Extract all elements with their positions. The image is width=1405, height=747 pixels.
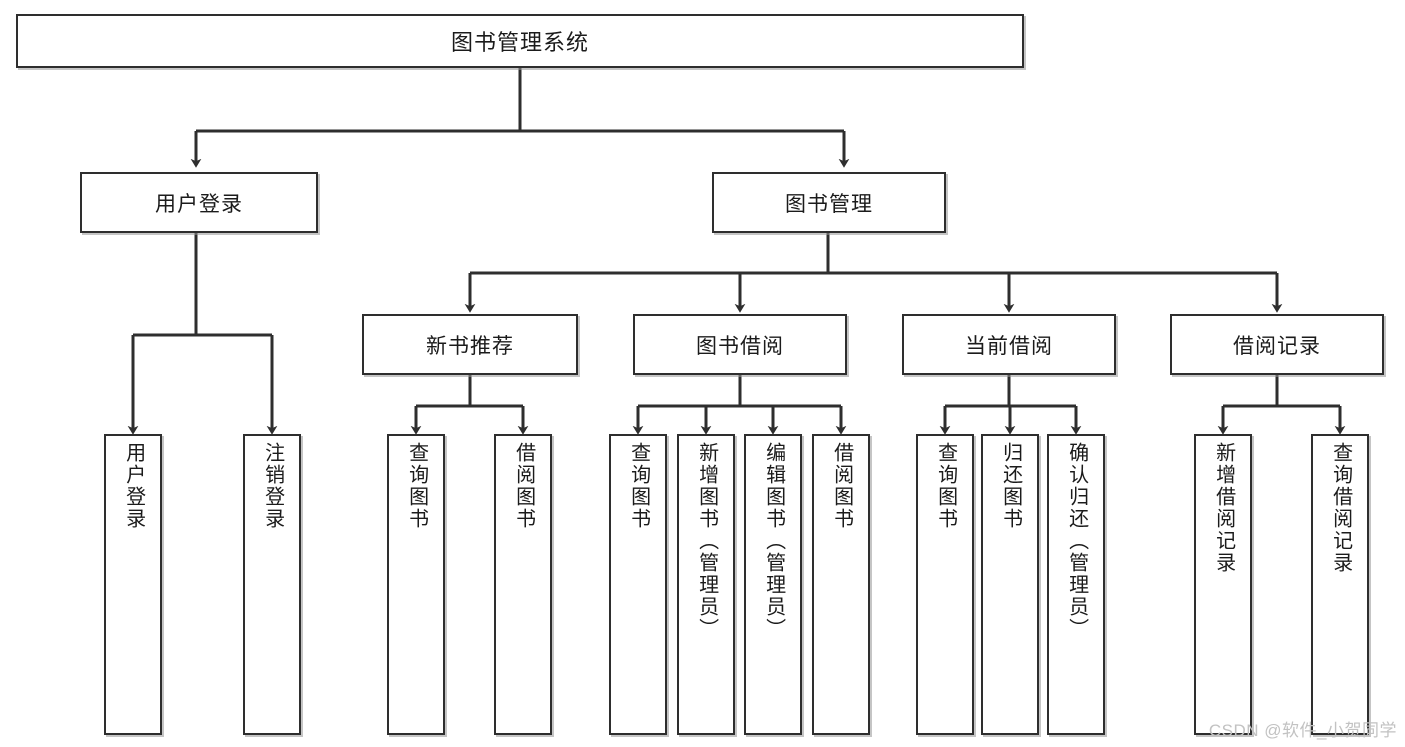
node-user-login[interactable]: 用户登录	[80, 172, 318, 233]
leaf-label: 归还图书	[999, 442, 1022, 530]
node-current-borrow-label: 当前借阅	[965, 334, 1053, 358]
leaf-label: 注销登录	[261, 442, 284, 530]
leaf-label: 查询借阅记录	[1329, 442, 1352, 574]
leaf-label: 查询图书	[934, 442, 957, 530]
node-borrow-record[interactable]: 借阅记录	[1170, 314, 1384, 375]
leaf-label: 借阅图书	[512, 442, 535, 530]
node-root[interactable]: 图书管理系统	[16, 14, 1024, 68]
leaf-label: 查询图书	[405, 442, 428, 530]
node-current-borrow[interactable]: 当前借阅	[902, 314, 1116, 375]
node-book-borrow[interactable]: 图书借阅	[633, 314, 847, 375]
leaf-user-login-logout[interactable]: 注销登录	[243, 434, 301, 735]
node-book-borrow-label: 图书借阅	[696, 334, 784, 358]
node-user-login-label: 用户登录	[155, 192, 243, 216]
leaf-borrow-add-book[interactable]: 新增图书（管理员）	[677, 434, 735, 735]
leaf-new-book-query[interactable]: 查询图书	[387, 434, 445, 735]
node-book-management-label: 图书管理	[785, 192, 873, 216]
node-root-label: 图书管理系统	[450, 30, 589, 55]
leaf-new-book-borrow[interactable]: 借阅图书	[494, 434, 552, 735]
leaf-borrow-borrow-book[interactable]: 借阅图书	[812, 434, 870, 735]
leaf-current-return-book[interactable]: 归还图书	[981, 434, 1039, 735]
leaf-record-query[interactable]: 查询借阅记录	[1311, 434, 1369, 735]
leaf-borrow-edit-book[interactable]: 编辑图书（管理员）	[744, 434, 802, 735]
leaf-user-login-login[interactable]: 用户登录	[104, 434, 162, 735]
leaf-borrow-query-book[interactable]: 查询图书	[609, 434, 667, 735]
node-borrow-record-label: 借阅记录	[1233, 334, 1321, 358]
node-new-book-recommend-label: 新书推荐	[426, 334, 514, 358]
leaf-label: 查询图书	[627, 442, 650, 530]
leaf-record-add[interactable]: 新增借阅记录	[1194, 434, 1252, 735]
leaf-current-query-book[interactable]: 查询图书	[916, 434, 974, 735]
leaf-label: 编辑图书（管理员）	[762, 442, 785, 640]
leaf-label: 确认归还（管理员）	[1065, 442, 1088, 640]
leaf-current-confirm-return[interactable]: 确认归还（管理员）	[1047, 434, 1105, 735]
node-book-management[interactable]: 图书管理	[712, 172, 946, 233]
leaf-label: 新增图书（管理员）	[695, 442, 718, 640]
leaf-label: 用户登录	[122, 442, 145, 530]
leaf-label: 借阅图书	[830, 442, 853, 530]
node-new-book-recommend[interactable]: 新书推荐	[362, 314, 578, 375]
leaf-label: 新增借阅记录	[1212, 442, 1235, 574]
